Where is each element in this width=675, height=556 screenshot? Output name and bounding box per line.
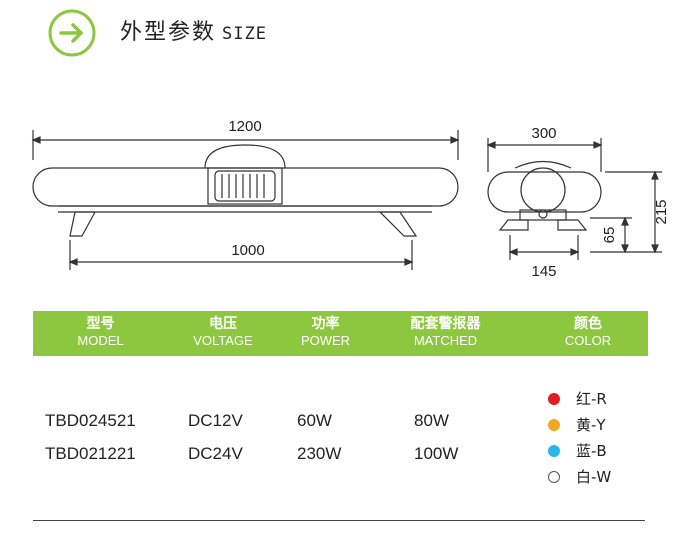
column-matched-cn: 配套警报器: [410, 316, 481, 332]
dimension-drawing: 1200 1000 300 145 215 65: [31, 118, 670, 280]
red-dot-icon: [548, 393, 560, 405]
column-matched: 配套警报器 MATCHED: [383, 315, 508, 349]
side-foot-right: [557, 219, 588, 231]
lightbar-dome: [204, 144, 286, 169]
cell-power: 230W: [297, 444, 342, 463]
column-color-en: COLOR: [564, 333, 612, 348]
side-view: [486, 138, 662, 260]
column-model: 型号 MODEL: [53, 315, 148, 349]
cell-power: 60W: [297, 411, 332, 430]
dim-label-1000: 1000: [231, 242, 264, 259]
title-en: SIZE: [222, 24, 267, 44]
front-view: [31, 130, 460, 270]
lightbar-body: [32, 167, 459, 207]
column-voltage-cn: 电压: [209, 316, 237, 332]
yellow-dot-icon: [548, 419, 560, 431]
color-option-white: 白-W: [548, 466, 648, 492]
color-options: 红-R 黄-Y 蓝-B 白-W: [548, 388, 648, 492]
side-body: [487, 171, 602, 213]
table-row: TBD024521 DC12V 60W 80W: [0, 411, 675, 435]
column-power-en: POWER: [300, 333, 351, 348]
dim-label-215: 215: [653, 199, 670, 224]
color-label: 蓝-B: [576, 442, 607, 460]
side-foot-left: [498, 219, 529, 231]
bracket-left: [69, 211, 97, 237]
bracket-right: [378, 211, 418, 237]
column-color: 颜色 COLOR: [543, 315, 633, 349]
color-option-blue: 蓝-B: [548, 440, 648, 466]
column-model-en: MODEL: [77, 333, 124, 348]
spec-table-header: 型号 MODEL 电压 VOLTAGE 功率 POWER 配套警报器 MATCH…: [33, 311, 648, 356]
column-voltage-en: VOLTAGE: [193, 333, 253, 348]
column-power: 功率 POWER: [283, 315, 368, 349]
blue-dot-icon: [548, 445, 560, 457]
dim-label-1200: 1200: [228, 118, 261, 135]
white-dot-icon: [548, 471, 560, 483]
dim-label-300: 300: [531, 125, 556, 142]
color-label: 红-R: [576, 390, 607, 408]
cell-model: TBD024521: [45, 411, 136, 430]
dim-label-65: 65: [601, 227, 618, 244]
table-row: TBD021221 DC24V 230W 100W: [0, 444, 675, 468]
cell-matched: 100W: [414, 444, 459, 463]
color-option-red: 红-R: [548, 388, 648, 414]
title-cn: 外型参数: [120, 20, 217, 45]
cell-matched: 80W: [414, 411, 449, 430]
arrow-right-circle-icon: [48, 9, 96, 57]
column-color-cn: 颜色: [574, 316, 602, 332]
cell-voltage: DC12V: [188, 411, 243, 430]
color-label: 白-W: [576, 468, 612, 486]
color-option-yellow: 黄-Y: [548, 414, 648, 440]
column-matched-en: MATCHED: [413, 333, 478, 348]
column-power-cn: 功率: [311, 316, 340, 332]
color-label: 黄-Y: [576, 416, 606, 434]
dim-label-145: 145: [531, 263, 556, 280]
column-voltage: 电压 VOLTAGE: [173, 315, 273, 349]
cell-model: TBD021221: [45, 444, 136, 463]
divider: [33, 520, 645, 521]
column-model-cn: 型号: [86, 316, 115, 332]
cell-voltage: DC24V: [188, 444, 243, 463]
